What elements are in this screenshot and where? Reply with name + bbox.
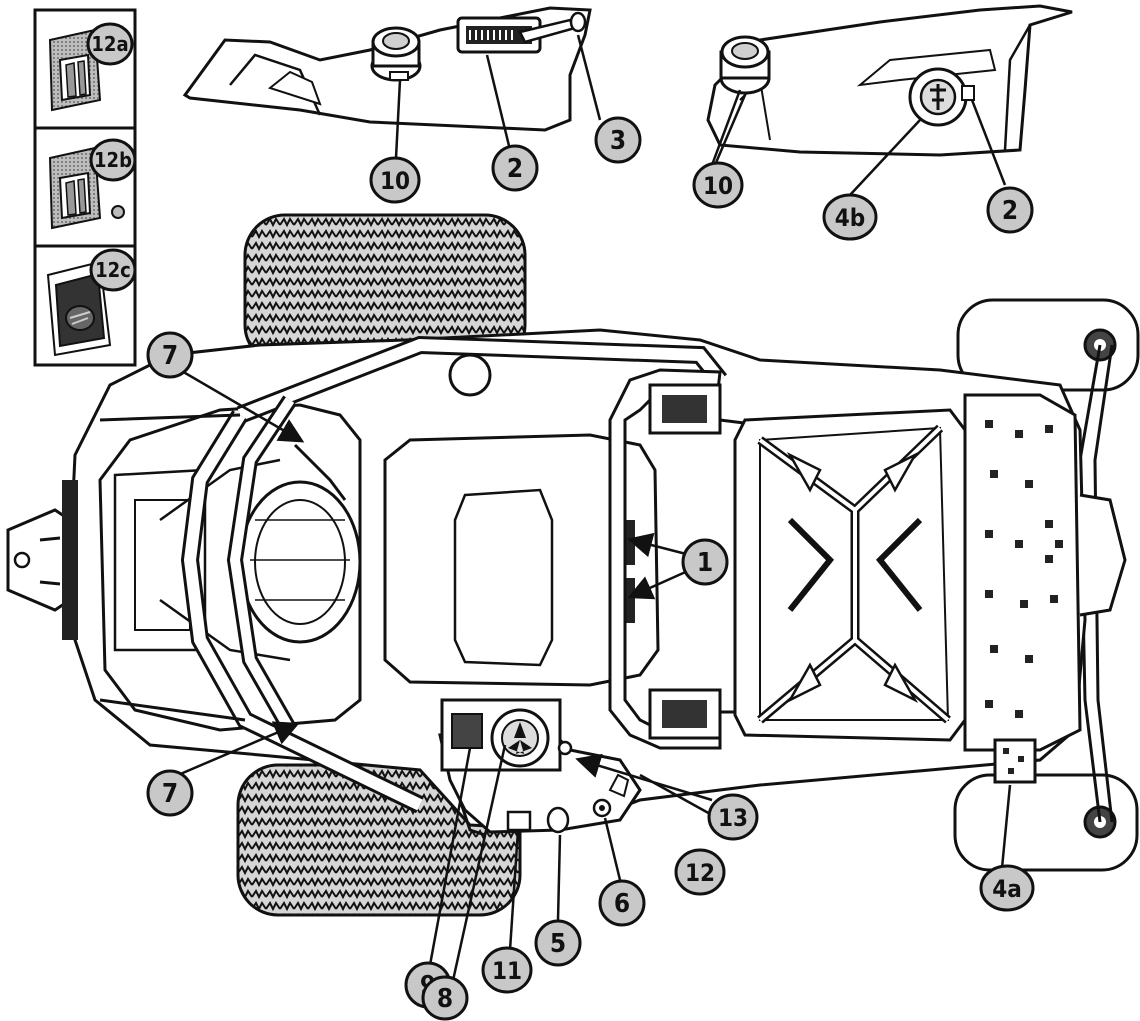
mower-top-view	[6, 213, 1140, 917]
svg-text:11: 11	[492, 957, 522, 985]
callout-2-top: 2	[491, 144, 539, 192]
svg-text:2: 2	[507, 154, 523, 184]
callout-3: 3	[594, 116, 642, 164]
callout-6: 6	[598, 879, 646, 927]
callout-2-right: 2	[986, 186, 1034, 234]
callout-10-right: 10	[692, 161, 744, 209]
svg-text:12c: 12c	[95, 258, 131, 282]
svg-text:4a: 4a	[992, 875, 1022, 903]
svg-text:3: 3	[610, 126, 626, 156]
inset-12c	[46, 260, 112, 357]
svg-text:10: 10	[380, 167, 410, 195]
callout-12a: 12a	[86, 22, 134, 66]
callout-8: 8	[421, 975, 469, 1021]
svg-text:13: 13	[718, 804, 748, 832]
svg-text:8: 8	[437, 984, 453, 1014]
inset-panels	[33, 8, 137, 367]
svg-text:7: 7	[162, 779, 178, 809]
inset-12b	[48, 146, 125, 230]
callout-12b: 12b	[89, 138, 137, 182]
svg-text:7: 7	[162, 341, 178, 371]
callout-5: 5	[534, 919, 582, 967]
svg-text:10: 10	[703, 172, 733, 200]
callout-7-top: 7	[146, 331, 194, 379]
inset-12a	[48, 28, 102, 112]
fuel-tank-left-detail	[182, 6, 592, 132]
callout-7-bottom: 7	[146, 769, 194, 817]
svg-text:1: 1	[697, 548, 713, 578]
callouts: 12a 12b 12c 10 2 3 10 4b	[86, 22, 1035, 1021]
callout-4b: 4b	[822, 193, 878, 241]
svg-text:6: 6	[614, 889, 630, 919]
svg-text:4b: 4b	[835, 204, 865, 232]
svg-text:2: 2	[1002, 196, 1018, 226]
callout-11: 11	[481, 946, 533, 994]
svg-text:12b: 12b	[94, 148, 132, 172]
svg-text:12: 12	[685, 859, 715, 887]
callout-4a: 4a	[979, 864, 1035, 912]
callout-10-left: 10	[369, 156, 421, 204]
fuel-tank-right-detail	[706, 4, 1073, 157]
svg-text:12a: 12a	[91, 32, 128, 56]
leader-lines	[177, 34, 1012, 986]
callout-12c: 12c	[89, 248, 137, 292]
callout-12: 12	[674, 848, 726, 896]
front-caster-bottom	[953, 773, 1139, 872]
callout-13: 13	[707, 793, 759, 841]
callout-1: 1	[681, 538, 729, 586]
svg-text:5: 5	[550, 929, 566, 959]
